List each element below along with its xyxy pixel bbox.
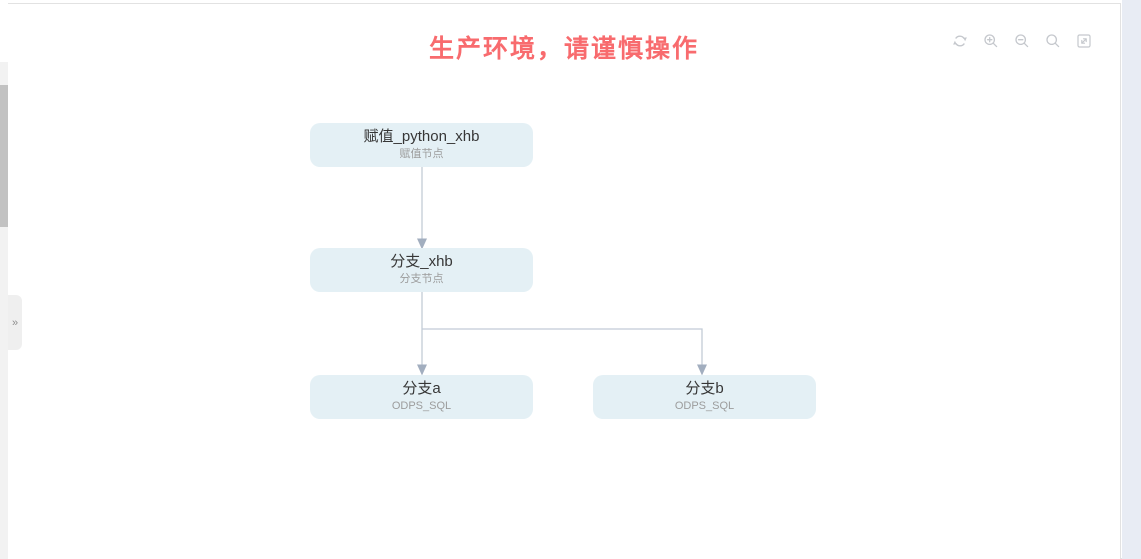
production-warning-text: 生产环境，请谨慎操作: [428, 35, 699, 63]
expand-panel-toggle[interactable]: »: [8, 295, 22, 350]
zoom-out-icon[interactable]: [1014, 33, 1030, 49]
canvas-toolbar: [952, 33, 1092, 49]
search-icon[interactable]: [1045, 33, 1061, 49]
dag-node-assignment[interactable]: 赋值_python_xhb 赋值节点: [310, 123, 533, 167]
node-title: 赋值_python_xhb: [363, 128, 480, 145]
dag-canvas: [8, 3, 1121, 559]
node-title: 分支_xhb: [390, 253, 453, 270]
left-scrollbar-track: [0, 62, 8, 559]
node-subtitle: 分支节点: [399, 273, 444, 285]
fullscreen-icon[interactable]: [1076, 33, 1092, 49]
node-title: 分支a: [402, 380, 441, 397]
zoom-in-icon[interactable]: [983, 33, 999, 49]
dag-node-branch-b[interactable]: 分支b ODPS_SQL: [593, 375, 816, 419]
node-subtitle: ODPS_SQL: [674, 400, 735, 412]
chevron-right-double-icon: »: [11, 316, 19, 329]
node-subtitle: ODPS_SQL: [391, 400, 452, 412]
dag-node-branch[interactable]: 分支_xhb 分支节点: [310, 248, 533, 292]
dag-node-branch-a[interactable]: 分支a ODPS_SQL: [310, 375, 533, 419]
right-side-strip: [1122, 0, 1141, 559]
node-title: 分支b: [685, 380, 724, 397]
left-scrollbar-thumb[interactable]: [0, 85, 8, 227]
node-subtitle: 赋值节点: [399, 148, 444, 160]
refresh-icon[interactable]: [952, 33, 968, 49]
